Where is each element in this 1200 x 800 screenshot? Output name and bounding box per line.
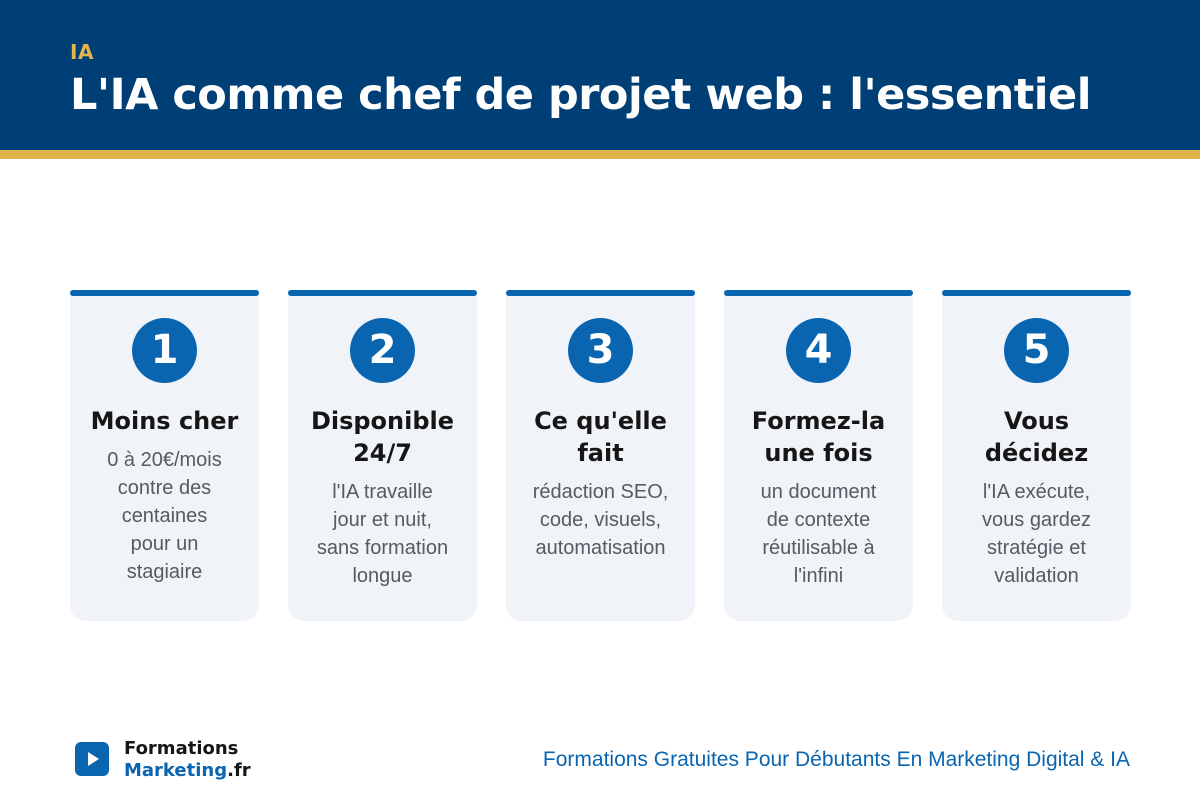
card-desc-line: rédaction SEO,	[532, 481, 669, 503]
card-description: rédaction SEO, code, visuels, automatisa…	[516, 478, 685, 562]
card-number-badge: 4	[786, 318, 851, 383]
card-title-line: Formez-la	[751, 407, 886, 435]
card-title-line: décidez	[984, 439, 1089, 467]
card-desc-line: contre des	[117, 477, 212, 499]
card-desc-line: pour un	[130, 533, 199, 555]
card-number-badge: 1	[132, 318, 197, 383]
card-number-badge: 2	[350, 318, 415, 383]
card-top-bar	[942, 290, 1131, 296]
card-title-line: fait	[577, 439, 624, 467]
card-desc-line: code, visuels,	[539, 509, 662, 531]
card-desc-line: centaines	[121, 505, 208, 527]
card-desc-line: l'IA exécute,	[982, 481, 1091, 503]
cards-row: 1 Moins cher 0 à 20€/mois contre des cen…	[70, 290, 1131, 621]
card-title: Moins cher	[78, 405, 251, 437]
card-3: 3 Ce qu'elle fait rédaction SEO, code, v…	[506, 290, 695, 621]
card-title: Vous décidez	[950, 405, 1123, 469]
brand-name-marketing: Marketing	[124, 760, 228, 781]
card-desc-line: l'infini	[793, 565, 844, 587]
card-description: l'IA travaille jour et nuit, sans format…	[298, 478, 467, 590]
card-desc-line: longue	[352, 565, 413, 587]
play-icon	[88, 752, 99, 766]
card-desc-line: stagiaire	[126, 561, 203, 583]
card-desc-line: vous gardez	[982, 509, 1091, 531]
card-number-badge: 5	[1004, 318, 1069, 383]
card-description: un document de contexte réutilisable à l…	[734, 478, 903, 590]
card-description: 0 à 20€/mois contre des centaines pour u…	[80, 446, 249, 586]
card-desc-line: de contexte	[766, 509, 871, 531]
footer-tagline[interactable]: Formations Gratuites Pour Débutants En M…	[542, 748, 1130, 771]
page-title: L'IA comme chef de projet web : l'essent…	[70, 70, 1091, 120]
card-desc-line: sans formation	[316, 537, 449, 559]
card-desc-line: l'IA travaille	[332, 481, 433, 503]
card-2: 2 Disponible 24/7 l'IA travaille jour et…	[288, 290, 477, 621]
card-top-bar	[288, 290, 477, 296]
card-desc-line: jour et nuit,	[333, 509, 432, 531]
card-title: Ce qu'elle fait	[514, 405, 687, 469]
card-title-line: une fois	[764, 439, 873, 467]
card-desc-line: stratégie et	[987, 537, 1086, 559]
brand-name-line2: Marketing.fr	[124, 760, 251, 782]
card-desc-line: 0 à 20€/mois	[107, 449, 222, 471]
header-banner: IA L'IA comme chef de projet web : l'ess…	[0, 0, 1200, 150]
card-top-bar	[70, 290, 259, 296]
card-title: Formez-la une fois	[732, 405, 905, 469]
header-divider	[0, 150, 1200, 159]
card-1: 1 Moins cher 0 à 20€/mois contre des cen…	[70, 290, 259, 621]
card-top-bar	[724, 290, 913, 296]
brand-name-tld: .fr	[227, 760, 251, 781]
card-description: l'IA exécute, vous gardez stratégie et v…	[952, 478, 1121, 590]
card-title-line: Moins cher	[90, 407, 239, 435]
category-label: IA	[70, 40, 94, 64]
brand-name-line1: Formations	[124, 738, 239, 759]
card-desc-line: validation	[994, 565, 1079, 587]
brand-logo[interactable]	[75, 742, 109, 776]
card-4: 4 Formez-la une fois un document de cont…	[724, 290, 913, 621]
card-title-line: 24/7	[353, 439, 412, 467]
card-desc-line: automatisation	[535, 537, 666, 559]
card-title-line: Disponible	[310, 407, 455, 435]
card-number-badge: 3	[568, 318, 633, 383]
card-desc-line: un document	[760, 481, 877, 503]
card-5: 5 Vous décidez l'IA exécute, vous gardez…	[942, 290, 1131, 621]
card-title-line: Vous	[1003, 407, 1070, 435]
card-desc-line: réutilisable à	[762, 537, 875, 559]
card-title: Disponible 24/7	[296, 405, 469, 469]
card-title-line: Ce qu'elle	[534, 407, 667, 435]
card-top-bar	[506, 290, 695, 296]
